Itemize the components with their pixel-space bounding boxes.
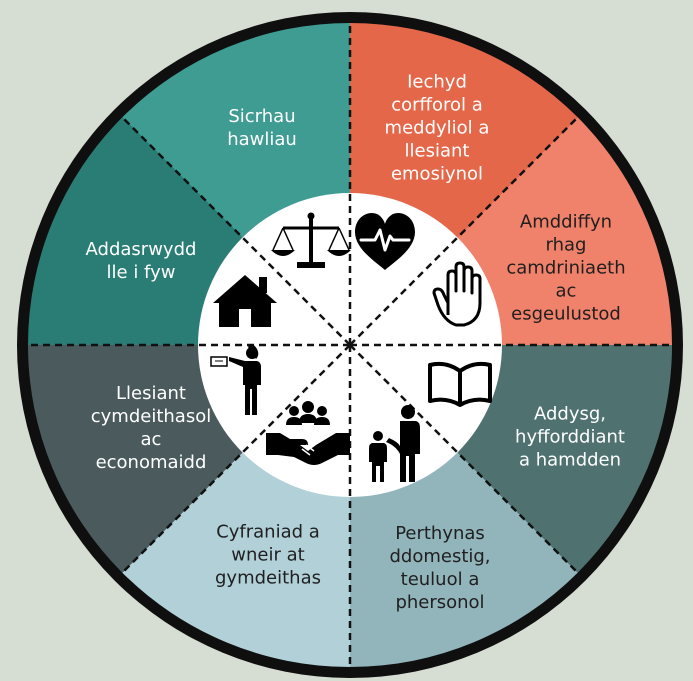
segment-label-7: Llesiant cymdeithasol ac economaidd [90,383,212,473]
raised-hand-icon [432,261,482,327]
handshake-group-icon [266,401,350,465]
person-presenting-icon [210,344,261,415]
segment-label-8: Addasrwydd lle i fyw [85,239,197,283]
parent-child-icon [369,405,420,482]
segment-label-5: Perthynas ddomestig, teuluol a phersonol [389,523,491,613]
house-icon [213,275,277,327]
segment-label-2: Iechyd corfforol a meddyliol a llesiant … [384,71,490,185]
open-book-icon [428,361,492,407]
divider-line [349,116,579,346]
divider-line [121,344,351,574]
divider-line [121,116,351,346]
segment-label-6: Cyfraniad a wneir at gymdeithas [215,521,321,589]
scales-of-justice-icon [271,212,351,268]
heart-heartbeat-icon [355,212,415,270]
dividers [28,23,672,667]
segment-label-4: Addysg, hyfforddiant a hamdden [515,403,625,471]
divider-line [349,344,579,574]
segment-label-1: Sicrhau hawliau [227,106,297,150]
segment-label-3: Amddiffyn rhag camdriniaeth ac esgeulust… [506,211,626,325]
